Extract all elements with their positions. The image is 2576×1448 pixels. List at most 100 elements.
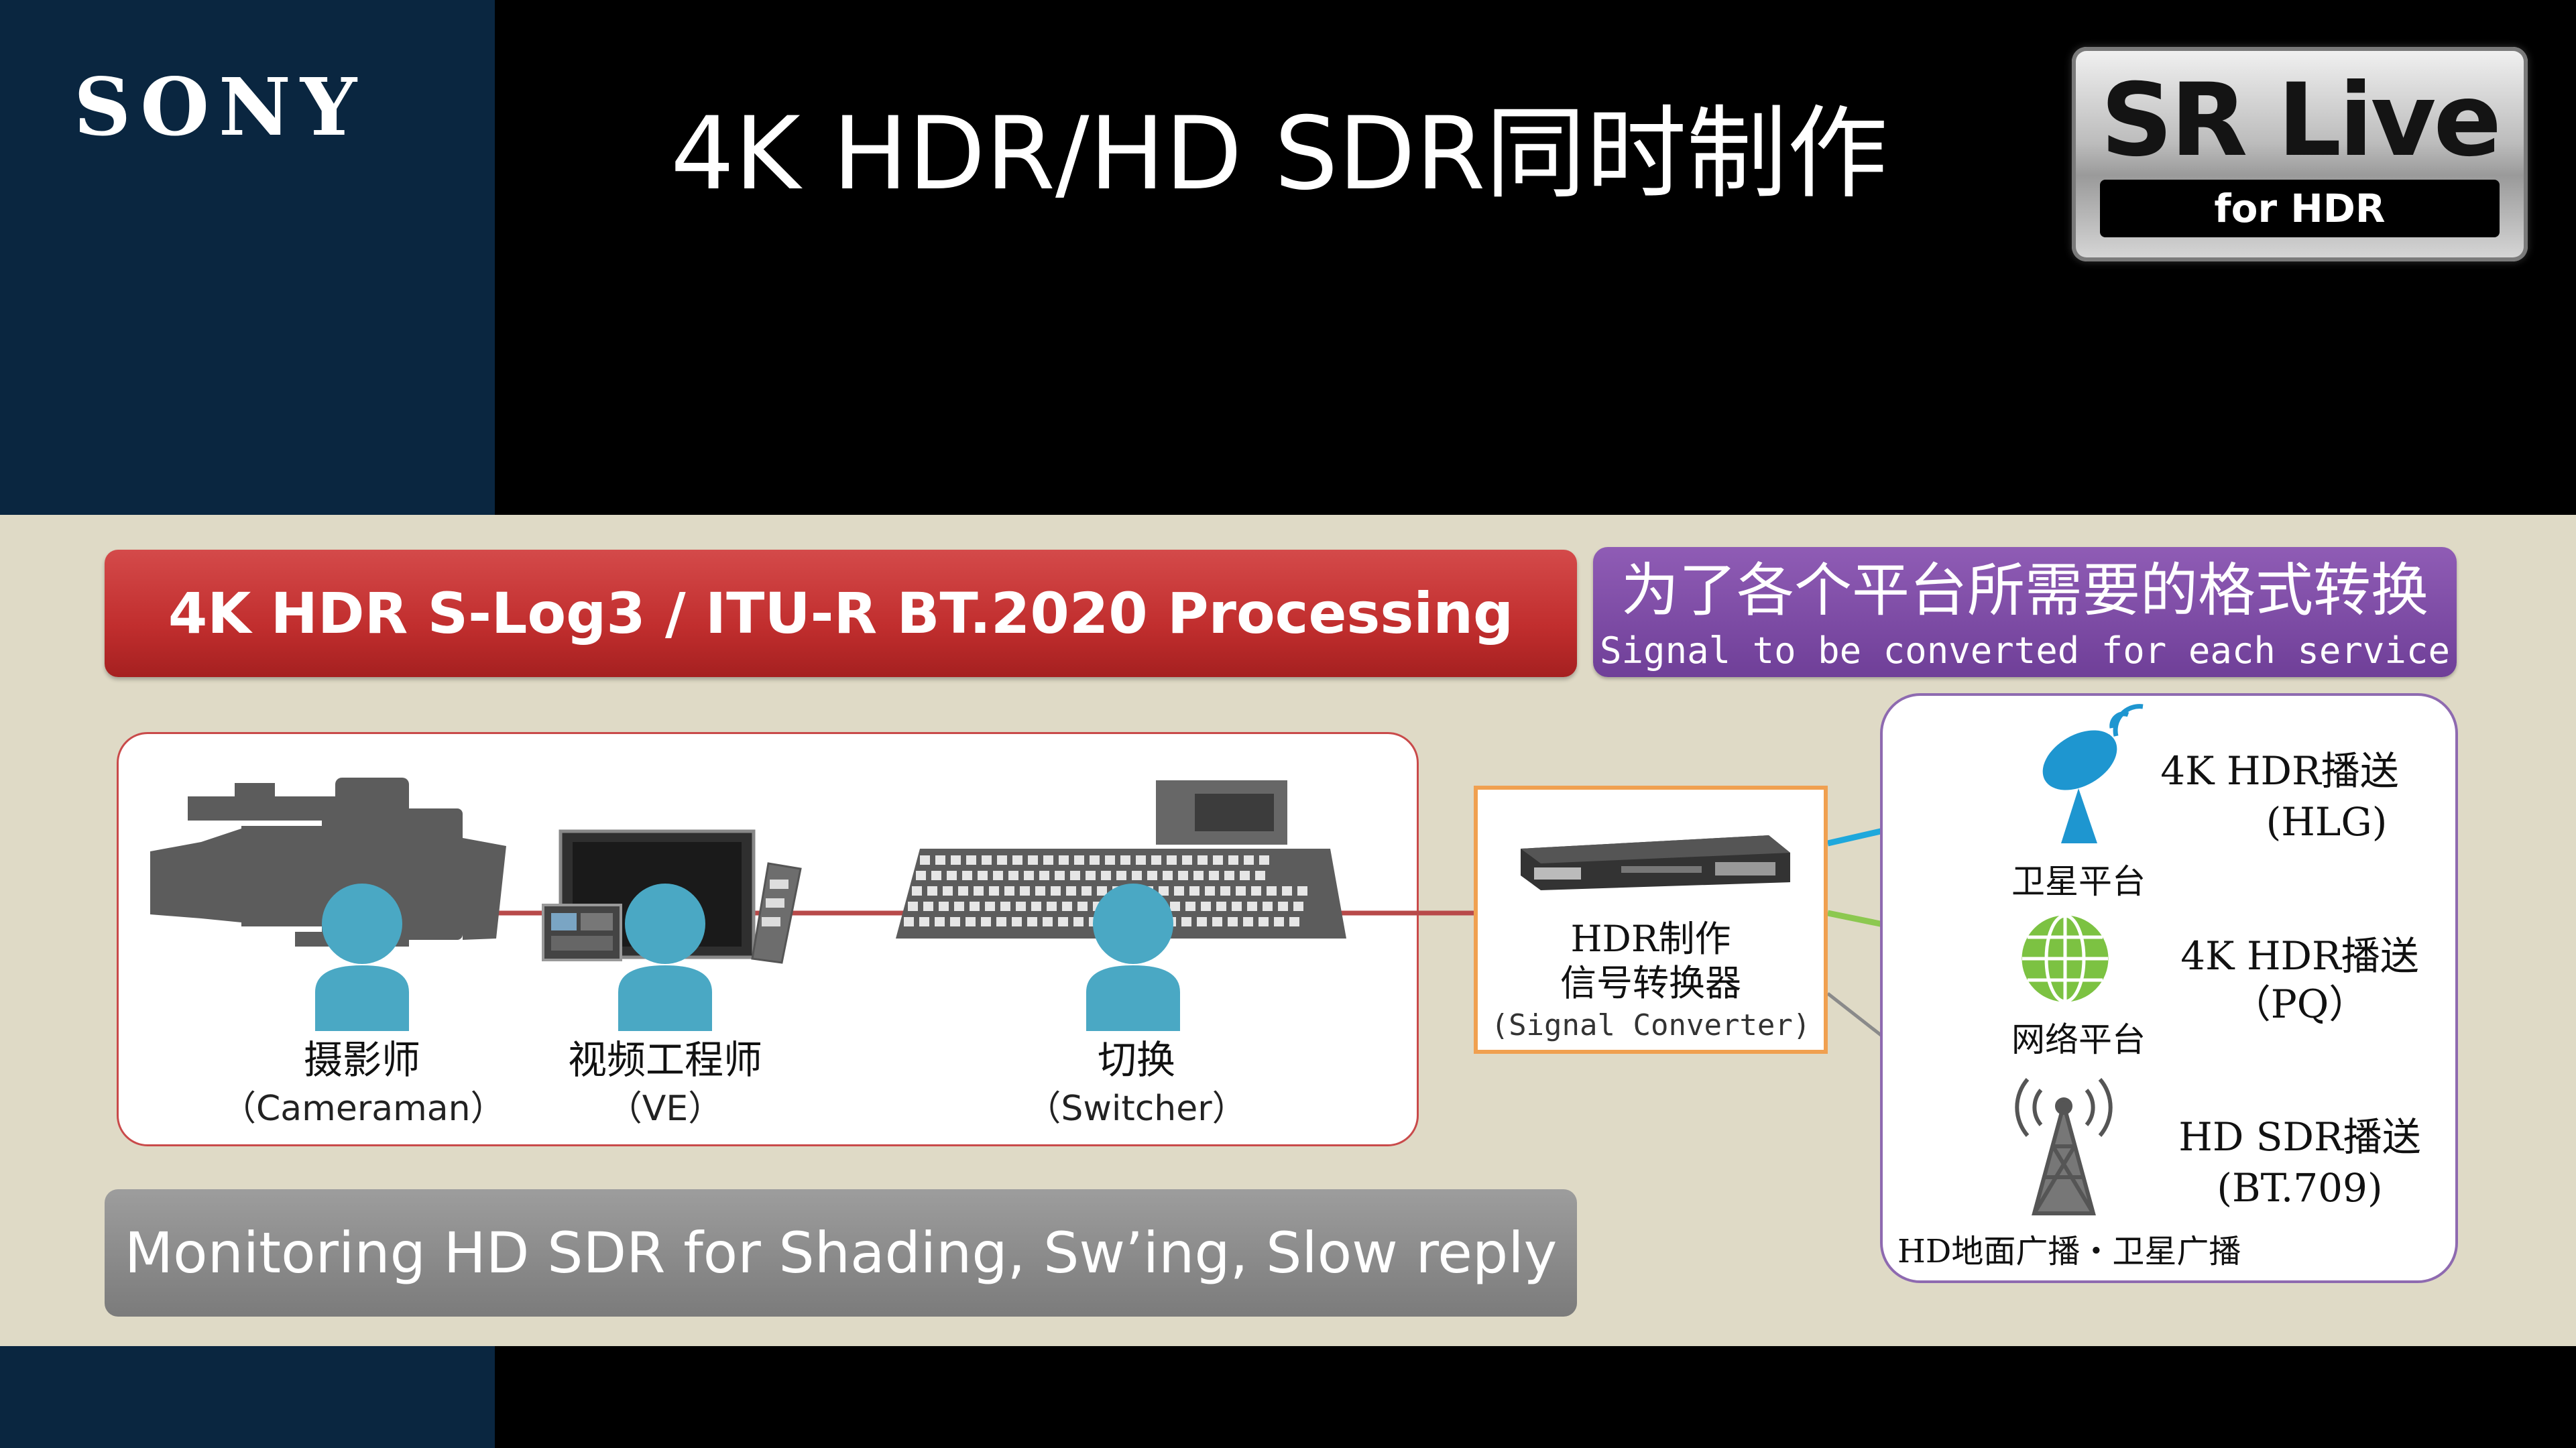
- switcher-key: [1240, 871, 1250, 880]
- switcher-key: [1043, 917, 1053, 926]
- switcher-key: [1282, 886, 1292, 896]
- switcher-key: [1232, 902, 1242, 911]
- converter-label-1: HDR制作: [1570, 918, 1731, 960]
- switcher-key: [931, 871, 941, 880]
- switcher-key: [1247, 902, 1257, 911]
- switcher-key: [1012, 855, 1022, 865]
- switcher-key: [1016, 902, 1026, 911]
- switcher-key: [1004, 886, 1014, 896]
- switcher-key: [965, 917, 976, 926]
- switcher-key: [1136, 855, 1146, 865]
- switcher-key: [958, 886, 968, 896]
- format-label-network: （PQ）: [2231, 981, 2368, 1027]
- page-title: 4K HDR/HD SDR同时制作: [670, 96, 1888, 213]
- switcher-key: [1201, 902, 1211, 911]
- converter-device-icon: [1521, 835, 1790, 890]
- switcher-key: [1293, 902, 1303, 911]
- switcher-key: [1185, 902, 1195, 911]
- switcher-key: [1278, 902, 1288, 911]
- switcher-key: [1058, 917, 1068, 926]
- switcher-key: [1027, 917, 1037, 926]
- role-label-ve: 视频工程师: [567, 1037, 762, 1083]
- switcher-key: [1000, 902, 1010, 911]
- switcher-key: [1174, 886, 1184, 896]
- switcher-key: [1055, 871, 1065, 880]
- broadcast-tower-icon: [2015, 1078, 2113, 1215]
- switcher-key: [1105, 855, 1115, 865]
- switcher-key: [1212, 917, 1222, 926]
- person-icon-cameraman: [315, 884, 409, 1031]
- switcher-key: [1081, 886, 1092, 896]
- switcher-key: [1035, 886, 1045, 896]
- switcher-key: [1031, 902, 1041, 911]
- switcher-key: [1024, 871, 1034, 880]
- switcher-key: [989, 886, 999, 896]
- switcher-key: [1267, 886, 1277, 896]
- footer-band: [495, 1346, 2576, 1448]
- switcher-key: [978, 871, 988, 880]
- switcher-key: [1051, 886, 1061, 896]
- switcher-key: [982, 855, 992, 865]
- sony-logo: SONY: [74, 60, 367, 154]
- switcher-key: [1070, 871, 1080, 880]
- platform-label-network: 网络平台: [2011, 1020, 2146, 1059]
- switcher-key: [1228, 855, 1238, 865]
- service-label-network: 4K HDR播送: [2180, 933, 2419, 979]
- switcher-key: [1244, 855, 1254, 865]
- format-label-terrestrial: (BT.709): [2217, 1165, 2383, 1211]
- satellite-dish-icon: [2042, 704, 2144, 843]
- switcher-key: [1086, 871, 1096, 880]
- switcher-key: [1224, 871, 1234, 880]
- badge-subtitle-bar: [2100, 180, 2500, 237]
- switcher-key: [1039, 871, 1049, 880]
- switcher-key: [1297, 886, 1307, 896]
- monitoring-banner: [105, 1189, 1577, 1317]
- switcher-key: [904, 917, 914, 926]
- switcher-key: [1182, 855, 1192, 865]
- switcher-key: [1012, 917, 1022, 926]
- conversion-note-cn: 为了各个平台所需要的格式转换: [1621, 557, 2428, 624]
- switcher-key: [1259, 855, 1269, 865]
- badge-subtitle: for HDR: [2214, 186, 2386, 231]
- conversion-note-en: Signal to be converted for each service: [1600, 629, 2450, 672]
- switcher-key: [997, 855, 1007, 865]
- service-label-satellite: 4K HDR播送: [2160, 748, 2399, 794]
- switcher-key: [947, 871, 957, 880]
- switcher-key: [993, 871, 1003, 880]
- switcher-key: [1008, 871, 1018, 880]
- switcher-key: [1243, 917, 1253, 926]
- converter-label-2: 信号转换器: [1560, 962, 1741, 1004]
- switcher-key: [951, 855, 961, 865]
- switcher-key: [1178, 871, 1188, 880]
- switcher-key: [1205, 886, 1215, 896]
- switcher-key: [1066, 886, 1076, 896]
- processing-banner-text: 4K HDR S-Log3 / ITU-R BT.2020 Processing: [168, 581, 1514, 646]
- conversion-note-box: [1593, 547, 2457, 677]
- switcher-key: [935, 855, 945, 865]
- role-sublabel-switcher: （Switcher）: [1026, 1089, 1247, 1129]
- service-label-terrestrial: HD SDR播送: [2178, 1114, 2421, 1160]
- switcher-key: [1062, 902, 1072, 911]
- switcher-key: [1151, 855, 1161, 865]
- output-services-panel: [1880, 693, 2458, 1283]
- switcher-key: [1147, 871, 1157, 880]
- switcher-key: [1170, 902, 1180, 911]
- switcher-key: [1163, 871, 1173, 880]
- switcher-key: [1289, 917, 1299, 926]
- switcher-key: [1077, 902, 1088, 911]
- switcher-key: [1213, 855, 1223, 865]
- switcher-key: [1090, 855, 1100, 865]
- footer-navy-block: [0, 1346, 495, 1448]
- switcher-key: [923, 902, 933, 911]
- sr-live-badge: SR Live for HDR: [2072, 47, 2528, 261]
- person-icon-ve: [618, 884, 712, 1031]
- format-label-satellite: (HLG): [2266, 799, 2388, 845]
- switcher-key: [920, 855, 930, 865]
- switcher-key: [1209, 871, 1219, 880]
- role-sublabel-ve: （VE）: [607, 1089, 723, 1129]
- switcher-key: [1120, 855, 1130, 865]
- switcher-key: [962, 871, 972, 880]
- switcher-key: [1181, 917, 1191, 926]
- switcher-key: [1073, 917, 1084, 926]
